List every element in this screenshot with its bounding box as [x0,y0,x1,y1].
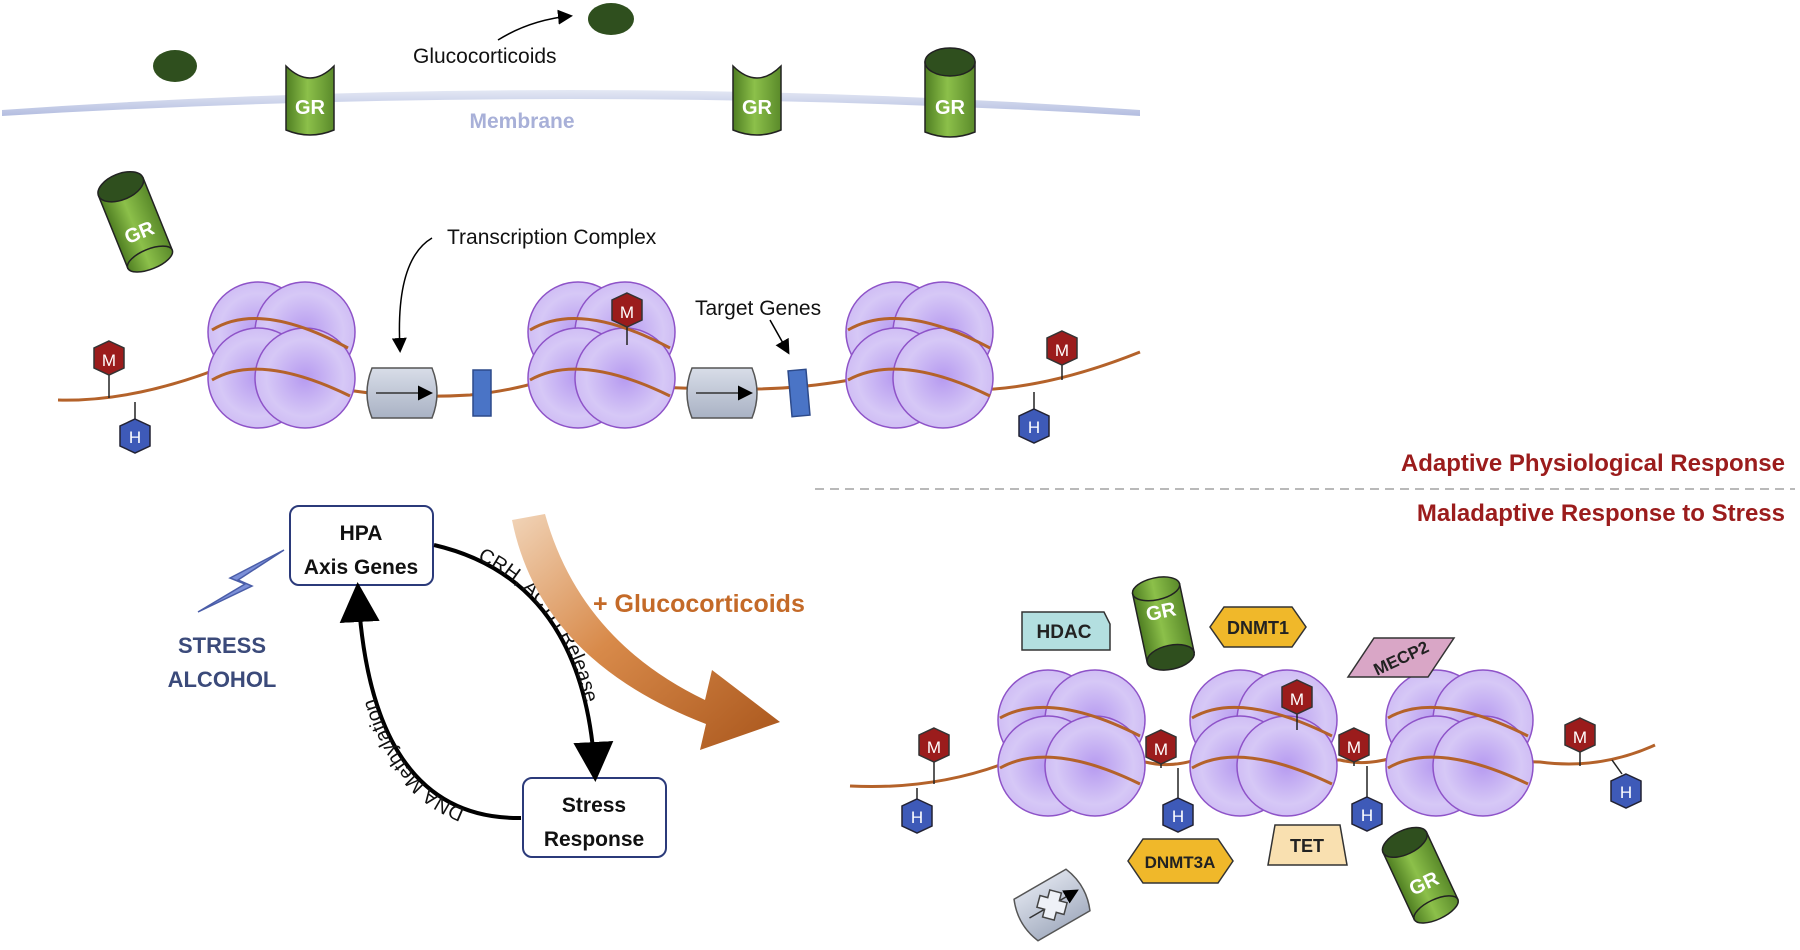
gr-label: GR [742,97,773,119]
gr-receptor-bound: GR [924,47,976,138]
gr-label: GR [935,97,966,119]
gr-receptor: GR [732,64,782,136]
glucocorticoid-molecules: Glucocorticoids [153,3,634,82]
stressor-label: STRESS [178,633,266,658]
glucocorticoid-arrow [512,514,780,750]
tet-protein: TET [1267,824,1348,866]
transcription-complex-arrow [391,237,433,353]
crh-acth-arrow [433,543,614,782]
dna-methylation-label: DNA Methylation [359,696,468,825]
plus-glucocorticoids-label: + Glucocorticoids [593,590,805,618]
methyl-mark: M [1145,729,1177,768]
histone-mark: H [119,402,151,454]
dnmt3a-protein: DNMT3A [1127,838,1234,884]
svg-text:H: H [1172,807,1184,826]
adaptive-response-label: Adaptive Physiological Response [1401,450,1785,477]
histone-mark: H [1351,766,1383,832]
methyl-mark: M [1046,330,1078,380]
svg-text:H: H [129,428,141,447]
svg-text:M: M [620,303,634,322]
nucleosome [1385,669,1534,817]
methyl-mark: M [1281,679,1313,730]
nucleosome [997,669,1146,817]
ligand-arrow [497,9,573,41]
dna-methylation-arrow [339,582,522,821]
svg-text:H: H [1620,783,1632,802]
stress-lightning-icon [197,549,285,613]
dnmt1-protein: DNMT1 [1209,606,1307,648]
glucocorticoid-molecule [153,50,197,82]
svg-text:H: H [1028,418,1040,437]
gr-bound-chromatin: GR [1131,576,1196,671]
gr-label: GR [295,97,326,119]
membrane-label: Membrane [469,110,574,133]
histone-mark: H [1610,759,1642,809]
methyl-mark: M [611,292,643,345]
histone-mark: H [1162,768,1194,833]
blocked-transcription-icon [1013,868,1091,942]
gr-cytoplasmic: GR [97,170,174,273]
nucleosome [1189,669,1338,817]
histone-mark: H [1018,392,1050,444]
svg-text:H: H [1361,806,1373,825]
methyl-mark: M [93,340,125,398]
svg-text:DNMT1: DNMT1 [1227,618,1289,638]
svg-text:HDAC: HDAC [1037,622,1092,643]
svg-text:M: M [1154,740,1168,759]
gr-receptor: GR [285,64,335,136]
svg-text:Axis Genes: Axis Genes [304,556,418,579]
svg-text:Response: Response [544,828,644,851]
maladaptive-response-label: Maladaptive Response to Stress [1417,500,1785,527]
svg-text:HPA: HPA [340,522,383,545]
svg-text:DNMT3A: DNMT3A [1145,853,1216,872]
mecp2-protein: MECP2 [1346,637,1456,679]
svg-text:M: M [1055,341,1069,360]
nucleosome [207,281,356,429]
hpa-axis-genes-box: HPA Axis Genes [289,505,434,586]
methyl-mark: M [1338,727,1370,766]
target-gene [787,368,811,418]
nucleosome [845,281,994,429]
hdac-protein: HDAC [1021,611,1111,651]
transcription-complex [686,367,758,419]
methyl-mark: M [918,727,950,784]
stressor-label: ALCOHOL [168,667,277,692]
transcription-complex-label: Transcription Complex [447,226,657,249]
target-gene [472,369,492,417]
stress-response-box: Stress Response [522,777,667,858]
gr-free-bottom: GR [1381,826,1459,924]
target-genes-label: Target Genes [695,297,821,320]
target-genes-arrow [769,319,790,355]
svg-text:H: H [911,808,923,827]
transcription-complex [366,367,438,419]
svg-text:M: M [927,738,941,757]
methyl-mark: M [1564,717,1596,766]
glucocorticoid-molecule [588,3,634,35]
svg-text:M: M [1290,690,1304,709]
svg-text:Stress: Stress [562,794,626,817]
svg-text:M: M [102,351,116,370]
svg-text:M: M [1347,738,1361,757]
svg-text:TET: TET [1290,836,1324,856]
svg-text:M: M [1573,728,1587,747]
glucocorticoids-label: Glucocorticoids [413,45,557,68]
nucleosome [527,281,676,429]
histone-mark: H [901,788,933,834]
